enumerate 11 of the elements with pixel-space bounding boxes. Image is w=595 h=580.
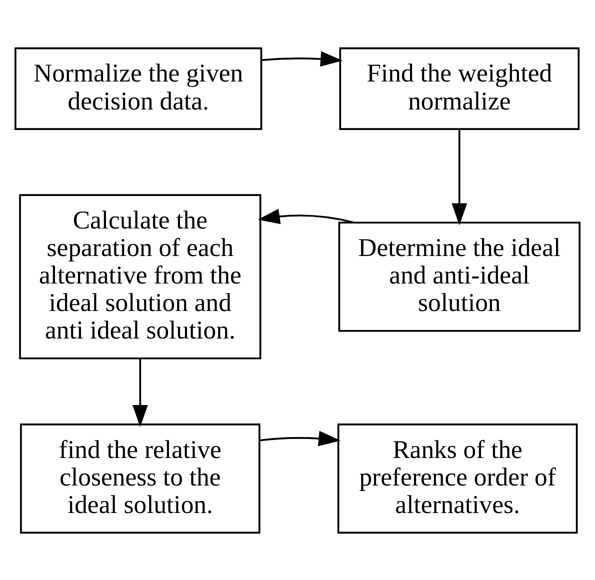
node-box: Determine the ideal and anti-ideal solution — [338, 221, 580, 332]
node-box: find the relative closeness to the ideal solution. — [20, 423, 260, 534]
arrow — [258, 208, 354, 224]
node-box: Ranks of the preference order of alternatives. — [337, 423, 578, 534]
arrow — [262, 50, 343, 66]
arrow — [260, 430, 341, 446]
node-box: Calculate the separation of each alternative from the ideal solution and anti ideal solution. — [19, 194, 262, 359]
arrow — [132, 358, 148, 427]
node-box: Normalize the given decision data. — [14, 46, 262, 130]
node-box: Find the weighted normalize — [339, 46, 580, 130]
arrow — [452, 129, 468, 225]
